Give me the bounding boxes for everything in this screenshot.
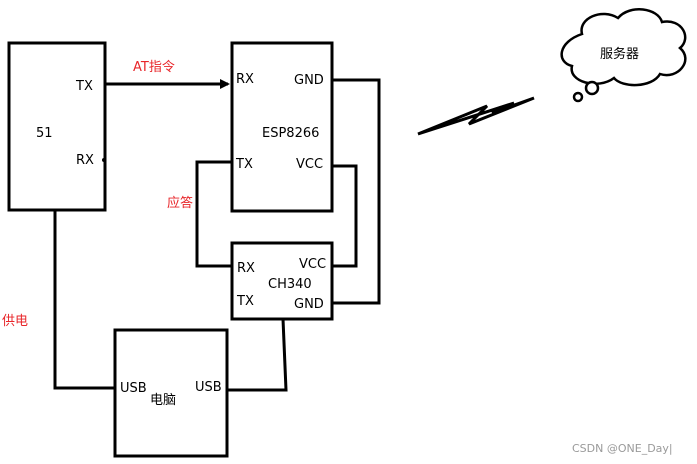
mcu-tx-label: TX: [75, 79, 93, 94]
mcu-name: 51: [36, 126, 53, 141]
power-label: 供电: [2, 314, 28, 329]
esp-rx-label: RX: [236, 72, 254, 87]
watermark: CSDN @ONE_Day|: [572, 442, 673, 455]
esp-vcc-label: VCC: [296, 157, 323, 172]
ch340-vcc-label: VCC: [299, 257, 326, 272]
esp-name: ESP8266: [262, 126, 319, 141]
pc-name: 电脑: [150, 393, 176, 408]
pc-block: USB 电脑 USB: [113, 328, 229, 458]
gnd-wire: [332, 78, 381, 305]
response-wire: [195, 160, 232, 268]
pc-usb-left-label: USB: [120, 381, 147, 396]
vcc-wire: [332, 164, 358, 268]
at-command-label: AT指令: [133, 60, 175, 75]
ch340-tx-label: TX: [236, 294, 254, 309]
ch340-gnd-label: GND: [294, 297, 324, 312]
power-wire: [53, 210, 115, 390]
server-cloud-icon: [560, 8, 687, 103]
response-label: 应答: [167, 195, 193, 211]
wires: [53, 78, 381, 392]
wireless-lightning-icon: [417, 96, 535, 136]
mcu-rx-pin: [102, 158, 106, 162]
ch340-name: CH340: [268, 277, 312, 292]
mcu-51-block: 51 TX RX: [7, 41, 107, 212]
cloud-label: 服务器: [600, 46, 639, 62]
ch340-rx-label: RX: [237, 261, 255, 276]
esp8266-block: RX GND ESP8266 TX VCC: [230, 41, 334, 213]
esp-tx-label: TX: [235, 157, 253, 172]
mcu-rx-label: RX: [76, 153, 94, 168]
ch340-block: RX VCC CH340 TX GND: [230, 241, 334, 321]
esp-gnd-label: GND: [294, 73, 324, 88]
ch340-usb-wire: [227, 318, 288, 392]
pc-usb-right-label: USB: [195, 380, 222, 395]
